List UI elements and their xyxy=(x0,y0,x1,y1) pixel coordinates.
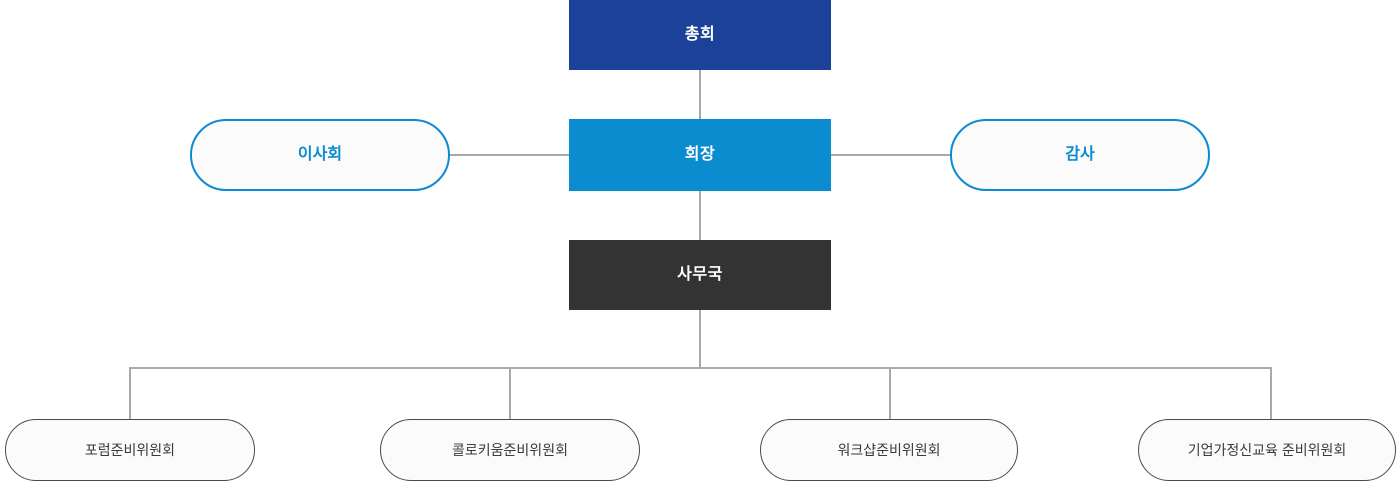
connector-secretariat-bus xyxy=(699,310,701,369)
node-workshop[interactable]: 워크샵준비위원회 xyxy=(760,419,1018,481)
connector-bus-workshop xyxy=(889,367,891,419)
connector-bus-entrepreneurship xyxy=(1270,367,1272,419)
connector-president-secretariat xyxy=(699,190,701,240)
node-auditor[interactable]: 감사 xyxy=(950,119,1210,191)
node-board-label: 이사회 xyxy=(297,146,343,164)
node-board[interactable]: 이사회 xyxy=(190,119,450,191)
node-secretariat-label: 사무국 xyxy=(677,266,723,284)
connector-committee-bus xyxy=(129,367,1272,369)
node-colloquium[interactable]: 콜로키움준비위원회 xyxy=(380,419,640,481)
connector-bus-forum xyxy=(129,367,131,419)
connector-president-auditor xyxy=(831,154,951,156)
node-forum[interactable]: 포럼준비위원회 xyxy=(5,419,255,481)
node-secretariat[interactable]: 사무국 xyxy=(569,240,831,310)
node-workshop-label: 워크샵준비위원회 xyxy=(837,441,941,458)
node-assembly[interactable]: 총회 xyxy=(569,0,831,70)
node-president-label: 회장 xyxy=(684,146,716,164)
node-assembly-label: 총회 xyxy=(684,26,716,44)
connector-assembly-president xyxy=(699,70,701,119)
connector-board-president xyxy=(449,154,570,156)
node-forum-label: 포럼준비위원회 xyxy=(84,441,176,458)
node-entrepreneurship[interactable]: 기업가정신교육 준비위원회 xyxy=(1138,419,1396,481)
connector-bus-colloquium xyxy=(509,367,511,419)
node-entrepreneurship-label: 기업가정신교육 준비위원회 xyxy=(1187,441,1347,458)
node-auditor-label: 감사 xyxy=(1065,146,1095,164)
node-president[interactable]: 회장 xyxy=(569,119,831,191)
node-colloquium-label: 콜로키움준비위원회 xyxy=(452,441,568,458)
